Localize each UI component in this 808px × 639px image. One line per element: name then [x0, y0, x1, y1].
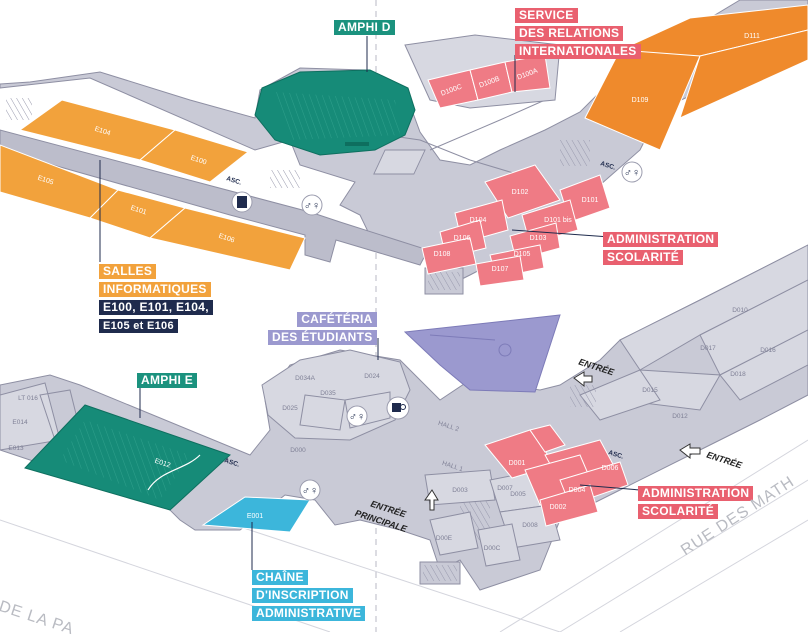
coffee-icon — [386, 396, 410, 420]
room-d007: D007 — [497, 485, 513, 492]
room-d101: D101 — [582, 197, 599, 204]
svg-text:♂♀: ♂♀ — [624, 167, 641, 179]
room-e014: E014 — [12, 419, 28, 426]
room-d025: D025 — [282, 405, 298, 412]
cafe-line-2: DES ÉTUDIANTS — [268, 330, 377, 345]
admin-scolarite-upper-rooms — [421, 164, 611, 287]
chaine-line-3: ADMINISTRATIVE — [252, 606, 366, 621]
admin-scolarite-lower-rooms — [484, 424, 629, 527]
room-e012: E012 — [154, 458, 172, 470]
asc-d-top: ASC. — [599, 160, 616, 172]
admin-bot-line-1: ADMINISTRATION — [638, 486, 754, 501]
room-e106: E106 — [218, 233, 236, 245]
asc-e-top: ASC. — [225, 175, 242, 187]
toilets-icon: ♂♀ — [301, 194, 323, 216]
amphi-d-shape — [254, 69, 416, 156]
room-d102: D102 — [512, 189, 529, 196]
salles-informatiques-label: SALLES INFORMATIQUES E100, E101, E104, E… — [99, 262, 213, 334]
room-d015: D015 — [642, 387, 658, 394]
service-line-2: DES RELATIONS — [515, 26, 624, 41]
room-d101bis: D101 bis — [544, 217, 572, 224]
salles-informatiques-zone — [0, 99, 306, 271]
asc-e-bot: ASC. — [223, 457, 240, 469]
leader-lines — [99, 36, 641, 570]
admin-top-line-1: ADMINISTRATION — [603, 232, 719, 247]
admin-bot-line-2: SCOLARITÉ — [638, 504, 719, 519]
room-e013: E013 — [8, 445, 24, 452]
room-d000: D000 — [290, 447, 306, 454]
cafeteria-shape — [403, 314, 561, 393]
asc-d-bot: ASC. — [607, 449, 624, 461]
amphi-e-label: AMPHI E — [137, 373, 198, 388]
toilets-icon: ♂♀ — [346, 405, 368, 427]
room-d111: D111 — [744, 33, 760, 40]
room-e100: E100 — [190, 155, 208, 167]
service-relations-rooms — [427, 54, 551, 109]
room-d018: D018 — [730, 371, 746, 378]
room-d024: D024 — [364, 373, 380, 380]
room-d017: D017 — [700, 345, 716, 352]
room-d104: D104 — [470, 217, 487, 224]
chaine-inscription-label: CHAÎNE D'INSCRIPTION ADMINISTRATIVE — [252, 568, 366, 622]
entrance-arrows — [424, 371, 701, 511]
room-d00c: D00C — [484, 545, 501, 552]
room-d006: D006 — [602, 465, 619, 472]
room-e104: E104 — [94, 126, 112, 138]
room-e101: E101 — [130, 205, 148, 217]
room-d107: D107 — [492, 266, 509, 273]
room-e001: E001 — [247, 513, 263, 520]
room-d012: D012 — [672, 413, 688, 420]
orange-rooms-d — [584, 4, 808, 151]
cafeteria-label: CAFÉTÉRIA DES ÉTUDIANTS — [268, 310, 377, 346]
room-d001: D001 — [509, 460, 526, 467]
cafe-line-1: CAFÉTÉRIA — [297, 312, 377, 327]
toilets-icon: ♂♀ — [299, 479, 321, 501]
amphi-d-label: AMPHI D — [334, 20, 395, 35]
admin-scolarite-bottom-label: ADMINISTRATION SCOLARITÉ — [638, 484, 754, 520]
room-d108: D108 — [434, 251, 451, 258]
room-d002: D002 — [550, 504, 567, 511]
room-lt016: LT 016 — [18, 395, 38, 402]
svg-text:♂♀: ♂♀ — [349, 411, 366, 423]
room-d109: D109 — [632, 97, 649, 104]
room-d00e: D00E — [436, 535, 453, 542]
salles-line-4: E105 et E106 — [99, 319, 178, 333]
admin-top-line-2: SCOLARITÉ — [603, 250, 684, 265]
svg-text:♂♀: ♂♀ — [302, 485, 319, 497]
service-line-1: SERVICE — [515, 8, 578, 23]
service-relations-label: SERVICE DES RELATIONS INTERNATIONALES — [515, 6, 641, 60]
service-line-3: INTERNATIONALES — [515, 44, 641, 59]
salles-line-1: SALLES — [99, 264, 157, 279]
room-e105: E105 — [37, 175, 55, 187]
admin-scolarite-top-label: ADMINISTRATION SCOLARITÉ — [603, 230, 719, 266]
room-d034a: D034A — [295, 375, 316, 382]
room-d008: D008 — [522, 522, 538, 529]
toilets-icon: ♂♀ — [621, 161, 643, 183]
room-d010: D010 — [732, 307, 748, 314]
room-d003: D003 — [452, 487, 468, 494]
book-icon — [231, 191, 253, 213]
salles-line-2: INFORMATIQUES — [99, 282, 211, 297]
room-d103: D103 — [530, 235, 547, 242]
salles-line-3: E100, E101, E104, — [99, 300, 213, 315]
chaine-line-1: CHAÎNE — [252, 570, 308, 585]
room-d106: D106 — [454, 235, 471, 242]
amphi-e-shape — [24, 404, 231, 511]
room-d016: D016 — [760, 347, 776, 354]
svg-text:♂♀: ♂♀ — [304, 200, 321, 212]
room-d035: D035 — [320, 390, 336, 397]
chaine-line-2: D'INSCRIPTION — [252, 588, 353, 603]
room-d004: D004 — [569, 487, 586, 494]
room-d105: D105 — [514, 251, 531, 258]
room-d005: D005 — [510, 491, 526, 498]
